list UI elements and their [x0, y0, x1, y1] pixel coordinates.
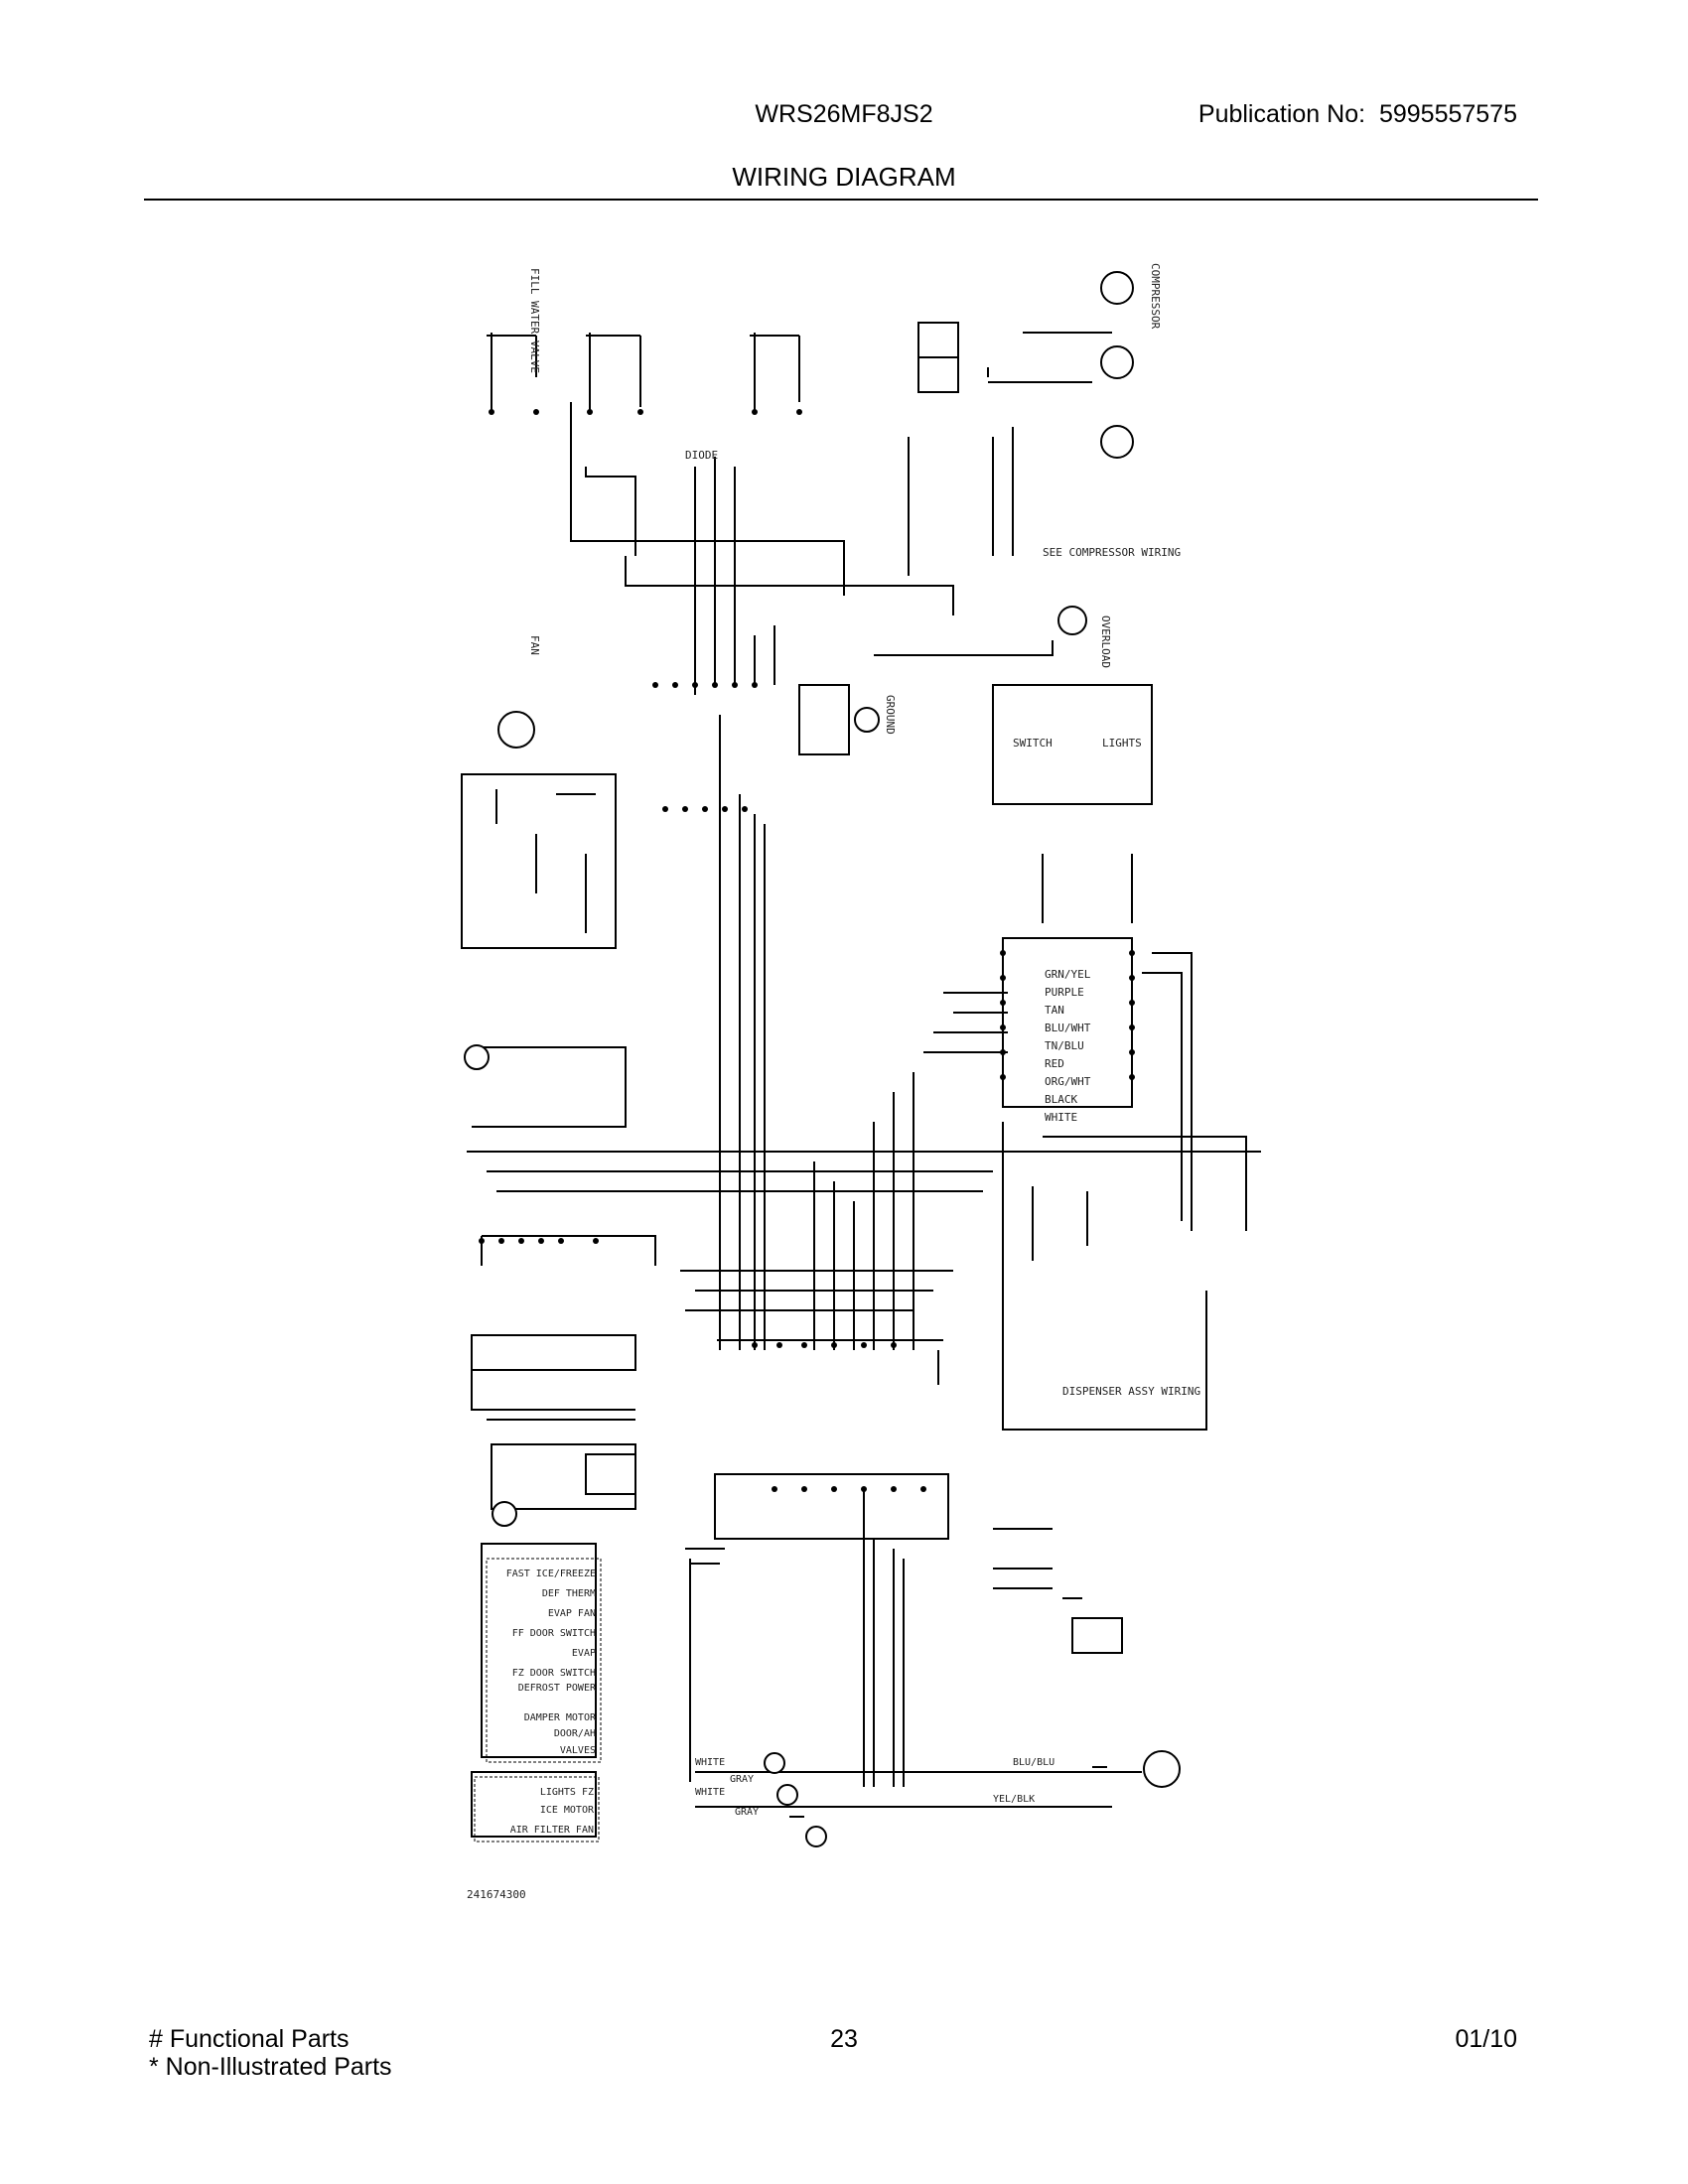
board-row: FZ DOOR SWITCH — [512, 1668, 596, 1679]
publication-label: Publication No: — [1197, 100, 1366, 128]
label-lights: LIGHTS — [1102, 737, 1142, 750]
label-compressor: COMPRESSOR — [1149, 263, 1162, 330]
wire-color: TAN — [1045, 1004, 1064, 1017]
board-row: FAST ICE/FREEZE — [506, 1569, 596, 1579]
header-rule — [144, 199, 1538, 201]
board-row: DAMPER MOTOR — [524, 1712, 597, 1723]
wire-color: WHITE — [1045, 1111, 1077, 1124]
bottom-wire: WHITE — [695, 1757, 725, 1768]
functional-parts-note: # Functional Parts — [149, 2025, 350, 2053]
board-row: EVAP — [572, 1648, 596, 1659]
wire-color: BLU/WHT — [1045, 1022, 1091, 1034]
label-part-code: 241674300 — [467, 1888, 526, 1901]
wire-color: PURPLE — [1045, 986, 1084, 999]
board-row: DEFROST POWER — [518, 1683, 597, 1694]
wire-color: GRN/YEL — [1045, 968, 1091, 981]
aux-row: AIR FILTER FAN — [510, 1825, 594, 1836]
label-diode: DIODE — [685, 449, 718, 462]
board-row: DOOR/AH — [554, 1728, 596, 1739]
bottom-wire: WHITE — [695, 1787, 725, 1798]
label-ground: GROUND — [884, 695, 897, 735]
board-row: EVAP FAN — [548, 1608, 596, 1619]
label-cabinet-harness: SEE COMPRESSOR WIRING — [1043, 546, 1181, 559]
board-row: VALVES — [560, 1745, 596, 1756]
label-dispenser-assy: DISPENSER ASSY WIRING — [1062, 1385, 1200, 1398]
label-fan: FAN — [528, 635, 541, 655]
board-row: FF DOOR SWITCH — [512, 1628, 596, 1639]
wire-color: BLACK — [1045, 1093, 1077, 1106]
bottom-wire: GRAY — [735, 1807, 759, 1818]
aux-row: LIGHTS FZ — [540, 1787, 594, 1798]
aux-row: ICE MOTOR — [540, 1805, 595, 1816]
non-illustrated-parts-note: * Non-Illustrated Parts — [149, 2053, 392, 2081]
page-title: WIRING DIAGRAM — [732, 162, 956, 192]
bottom-wire: GRAY — [730, 1774, 754, 1785]
wire-color: ORG/WHT — [1045, 1075, 1091, 1088]
bottom-wire: BLU/BLU — [1013, 1757, 1055, 1768]
publication-value: 5995557575 — [1378, 100, 1517, 128]
publication-number: Publication No: 5995557575 — [1198, 100, 1517, 129]
bottom-wire: YEL/BLK — [993, 1794, 1035, 1805]
label-overload: OVERLOAD — [1099, 615, 1112, 668]
revision-date: 01/10 — [1455, 2025, 1517, 2053]
wire-color: TN/BLU — [1045, 1039, 1084, 1052]
label-switch: SWITCH — [1013, 737, 1053, 750]
label-fill-water-valve: FILL WATER VALVE — [528, 268, 541, 373]
page-number: 23 — [830, 2025, 858, 2053]
wire-color: RED — [1045, 1057, 1064, 1070]
board-row: DEF THERM — [542, 1588, 596, 1599]
model-number: WRS26MF8JS2 — [755, 100, 933, 128]
